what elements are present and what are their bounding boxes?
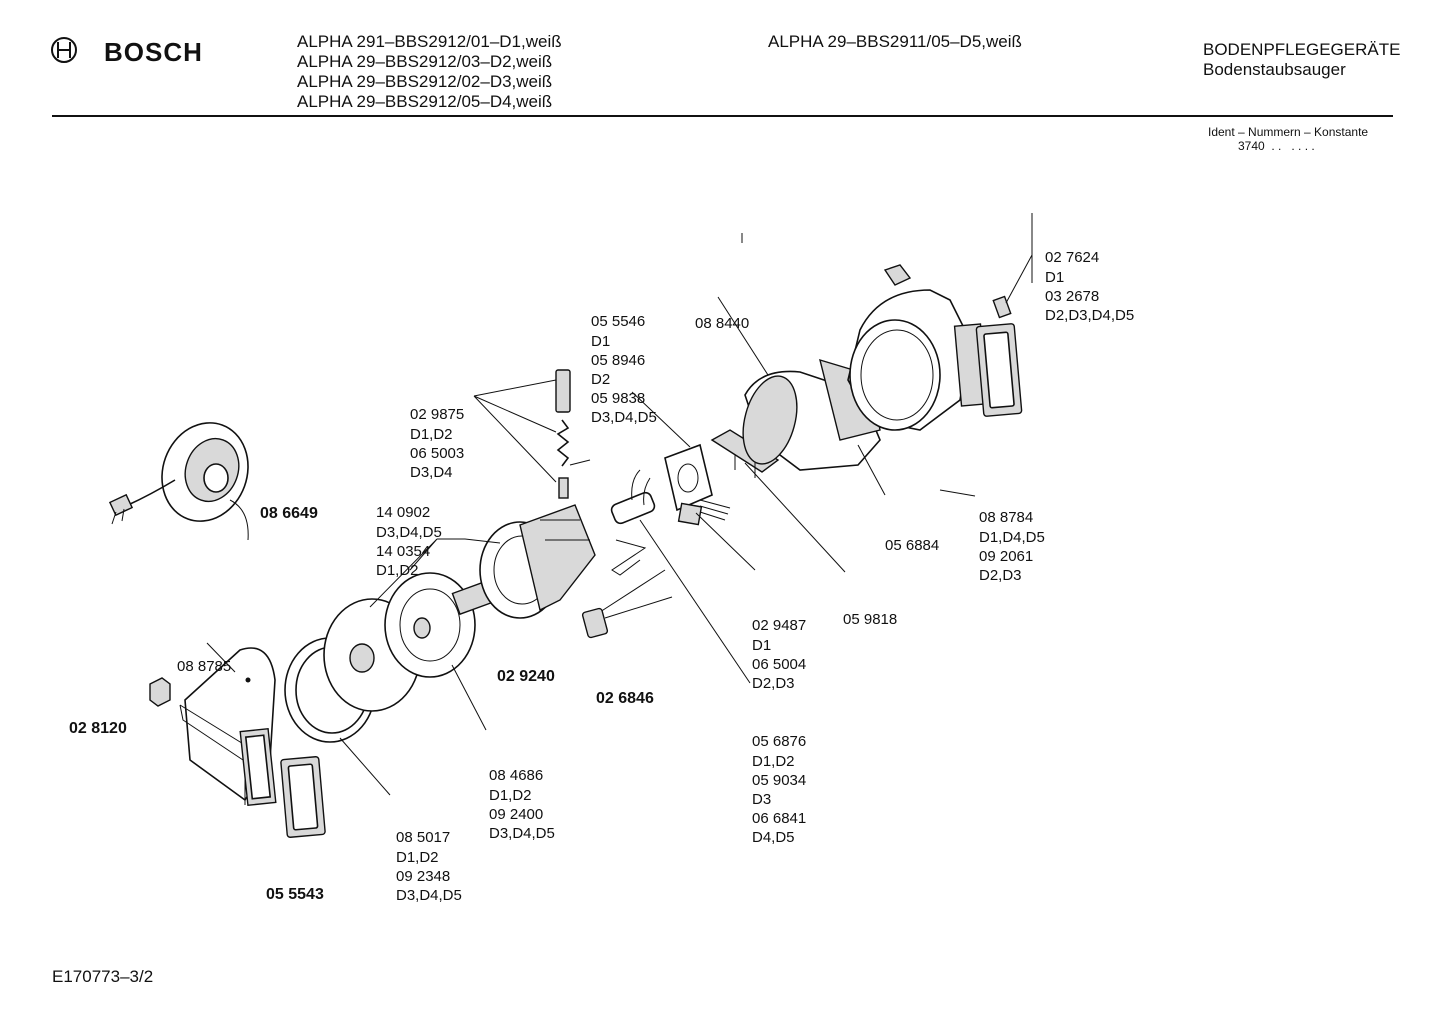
bosch-armature-icon — [51, 37, 77, 63]
part-label-028120: 02 8120 — [69, 720, 127, 738]
document-id: E170773–3/2 — [52, 967, 154, 986]
rear-housing-part — [847, 289, 1023, 431]
switch-plate-part — [631, 443, 713, 512]
category-title: BODENPFLEGEGERÄTE Bodenstaubsauger — [1203, 40, 1400, 80]
part-label-056884: 05 6884 — [885, 537, 940, 555]
ident-label: Ident – Nummern – Konstante — [1208, 125, 1369, 139]
part-label-055543: 05 5543 — [266, 886, 324, 904]
ident-value: 3740 . . . . . . — [1238, 139, 1315, 153]
carbon-brush-part — [555, 369, 591, 499]
part-label-086649: 08 6649 — [260, 505, 318, 523]
model-list: ALPHA 291–BBS2912/01–D1,weiß ALPHA 29–BB… — [297, 32, 562, 112]
impeller-part — [384, 572, 499, 678]
model-middle: ALPHA 29–BBS2911/05–D5,weiß — [768, 32, 1022, 51]
part-label-029240: 02 9240 — [497, 668, 555, 686]
part-label-026846: 02 6846 — [596, 690, 654, 708]
model-line: ALPHA 29–BBS2912/05–D4,weiß — [297, 92, 553, 111]
model-line: ALPHA 291–BBS2912/01–D1,weiß — [297, 32, 562, 51]
bosch-logo — [50, 36, 78, 64]
capacitor-part — [599, 491, 673, 619]
motor-part — [479, 504, 596, 619]
subcategory: Bodenstaubsauger — [1203, 60, 1346, 79]
filter-frame-part — [280, 756, 326, 838]
leader-lines — [206, 213, 1033, 796]
brand-name: BOSCH — [104, 37, 203, 67]
ident-block: Ident – Nummern – Konstante 3740 . . . .… — [1208, 125, 1368, 153]
front-cover-part — [179, 647, 277, 807]
clip-part — [149, 677, 171, 707]
top-clip-part — [883, 264, 1012, 319]
part-label-059818: 05 9818 — [843, 611, 898, 629]
model-line: ALPHA 29–BBS2912/02–D3,weiß — [297, 72, 553, 91]
small-capacitor-part — [581, 607, 609, 639]
part-label-088785: 08 8785 — [177, 658, 232, 676]
cable-reel-part — [108, 422, 249, 541]
category: BODENPFLEGEGERÄTE — [1203, 40, 1401, 59]
part-label-088440: 08 8440 — [695, 315, 750, 333]
terminal-block-part — [677, 499, 731, 526]
header-rule — [52, 115, 1393, 117]
model-line: ALPHA 29–BBS2912/03–D2,weiß — [297, 52, 553, 71]
